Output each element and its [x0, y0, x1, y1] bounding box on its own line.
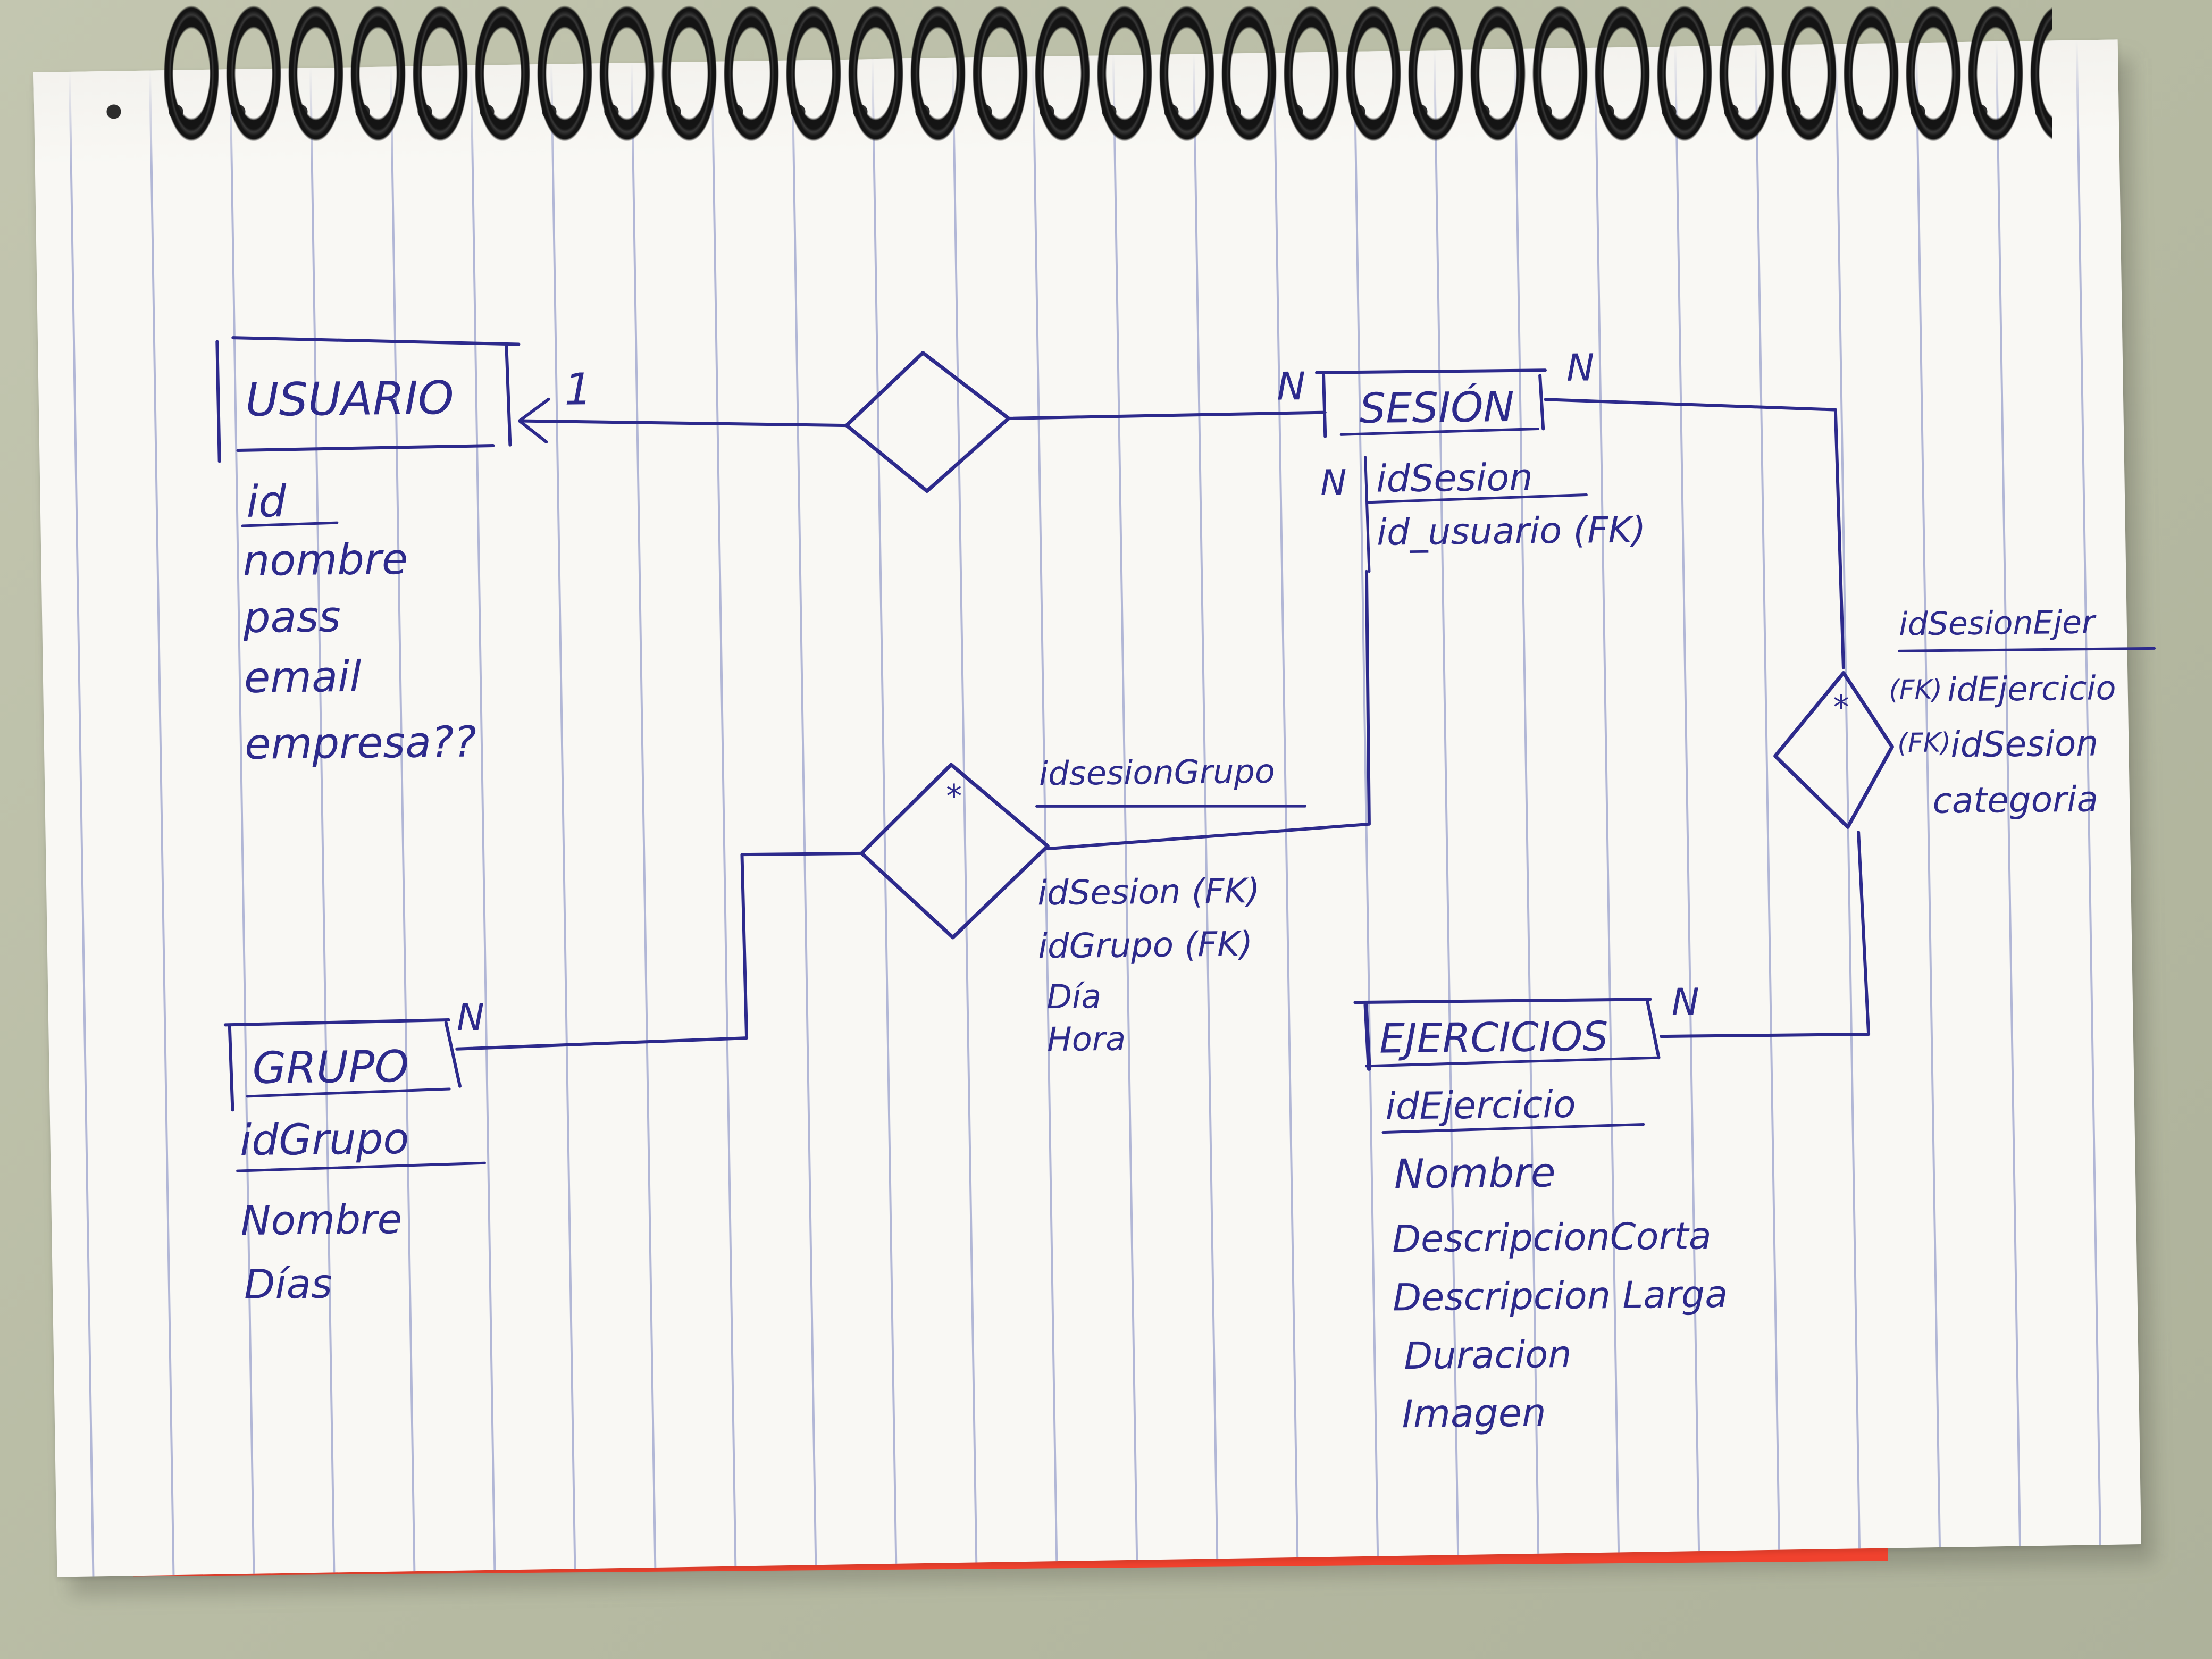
- diamond-marker: *: [946, 778, 962, 815]
- grupo-title: GRUPO: [252, 1042, 409, 1094]
- cardinality-grupo: N: [456, 995, 484, 1040]
- spiral-binding: [160, 0, 2052, 154]
- usuario-attr-pass: pass: [242, 592, 341, 642]
- sesion-ejer-attr-idejercicio: idEjercicio: [1947, 668, 2116, 709]
- usuario-attr-email: email: [244, 652, 362, 702]
- sesion-grupo-key: idsesionGrupo: [1039, 752, 1276, 793]
- ejercicios-key: idEjercicio: [1385, 1083, 1576, 1128]
- relation-usuario-sesion: 1 N: [517, 351, 1327, 493]
- sesion-ejer-attr-idsesion: idSesion: [1950, 723, 2098, 765]
- relationship-diamond: [844, 351, 1011, 493]
- sesion-grupo-attr-dia: Día: [1046, 977, 1102, 1016]
- ejercicios-title: EJERCICIOS: [1379, 1012, 1608, 1062]
- ejercicios-attr-imagen: Imagen: [1402, 1390, 1546, 1436]
- connector-line: [517, 419, 849, 428]
- cardinality-sesion-key-n: N: [1320, 462, 1347, 504]
- entity-usuario: USUARIO id nombre pass email empresa??: [215, 336, 521, 769]
- usuario-key: id: [246, 476, 287, 527]
- cardinality-sesion-left: N: [1277, 364, 1306, 409]
- relationship-diamond: [859, 763, 1050, 940]
- sesion-key: idSesion: [1376, 456, 1533, 501]
- sesion-grupo-attr-hora: Hora: [1047, 1019, 1126, 1059]
- grupo-key: idGrupo: [240, 1114, 409, 1165]
- sesion-grupo-attr-idsesion: idSesion (FK): [1037, 872, 1260, 913]
- sesion-grupo-attr-idgrupo: idGrupo (FK): [1038, 925, 1253, 966]
- usuario-attr-nombre: nombre: [242, 534, 408, 585]
- grupo-attr-nombre: Nombre: [240, 1195, 403, 1244]
- cardinality-sesion-right: N: [1566, 346, 1595, 390]
- fk-marker-2: (FK): [1897, 727, 1951, 758]
- relation-sesion-grupo: * idsesionGrupo idSesion (FK) idGrupo (F…: [455, 569, 1371, 1059]
- entity-ejercicios: EJERCICIOS idEjercicio Nombre Descripcio…: [1353, 998, 1728, 1436]
- usuario-attr-empresa: empresa??: [245, 717, 477, 769]
- relationship-diamond: [1773, 671, 1894, 829]
- diamond-marker: *: [1833, 689, 1849, 726]
- cardinality-ejercicios: N: [1671, 980, 1699, 1024]
- sesion-ejer-key: idSesionEjer: [1899, 604, 2097, 643]
- ejercicios-attr-descripcion-corta: DescripcionCorta: [1392, 1214, 1712, 1261]
- usuario-title: USUARIO: [245, 372, 454, 427]
- ejercicios-attr-nombre: Nombre: [1394, 1149, 1556, 1197]
- ejercicios-attr-duracion: Duracion: [1404, 1333, 1572, 1378]
- grupo-attr-dias: Días: [244, 1260, 332, 1308]
- relation-sesion-ejercicio: N * N idSesionEjer (FK) idEjercicio (FK)…: [1544, 346, 2156, 1038]
- entity-grupo: N GRUPO idGrupo Nombre Días: [223, 995, 487, 1308]
- sesion-title: SESIÓN: [1359, 382, 1514, 433]
- fk-marker-1: (FK): [1889, 674, 1942, 706]
- cardinality-usuario: 1: [564, 364, 592, 415]
- entity-sesion: SESIÓN N idSesion id_usuario (FK): [1315, 368, 1646, 573]
- sesion-ejer-attr-categoria: categoria: [1932, 778, 2098, 821]
- arrow-head: [517, 397, 550, 443]
- sesion-attr-id-usuario: id_usuario (FK): [1377, 509, 1646, 554]
- ejercicios-attr-descripcion-larga: Descripcion Larga: [1393, 1272, 1728, 1320]
